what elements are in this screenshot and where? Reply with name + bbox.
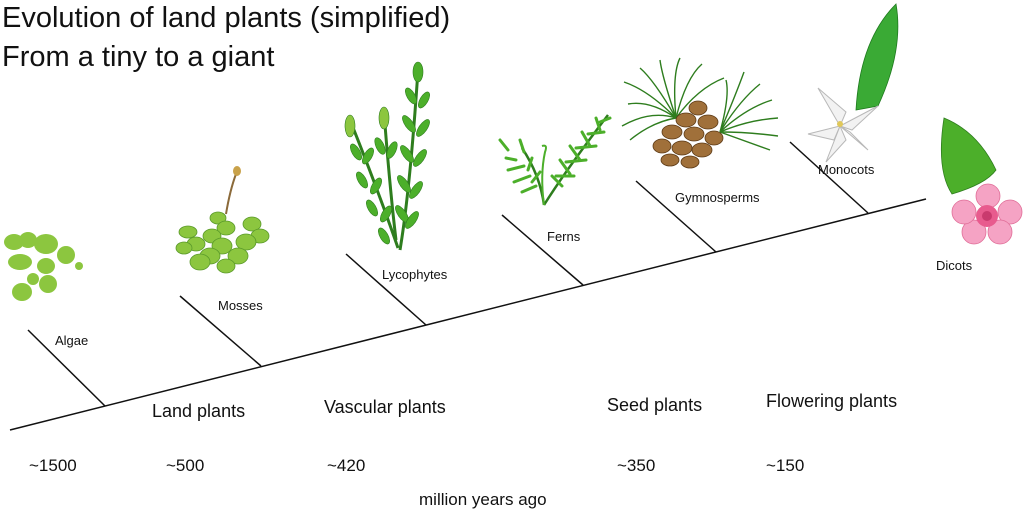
taxon-label-monocots: Monocots xyxy=(818,162,875,177)
branch-mosses xyxy=(179,295,262,367)
time-unit-label: million years ago xyxy=(419,490,547,509)
group-label-seed-plants: Seed plants xyxy=(607,395,703,415)
taxon-label-gymnosperms: Gymnosperms xyxy=(675,190,760,205)
branch-monocots xyxy=(789,141,869,214)
group-label-vascular-plants: Vascular plants xyxy=(324,397,446,417)
algae-icon xyxy=(4,232,83,301)
lycophyte-icon xyxy=(344,61,430,251)
lily-icon xyxy=(807,3,899,163)
branch-gymnosperms xyxy=(635,180,717,253)
age-label: ~1500 xyxy=(29,456,77,475)
group-label-land-plants: Land plants xyxy=(152,401,246,421)
branch-algae xyxy=(27,329,106,407)
age-label: ~150 xyxy=(766,456,805,475)
taxon-label-algae: Algae xyxy=(55,333,89,348)
moss-icon xyxy=(175,166,270,274)
age-label: ~500 xyxy=(166,456,205,475)
fern-icon xyxy=(498,114,612,206)
pink-flower-icon xyxy=(940,117,1023,245)
age-label: ~420 xyxy=(327,456,366,475)
branch-lycophytes xyxy=(345,253,427,326)
branch-ferns xyxy=(501,214,584,286)
diagram-subtitle: From a tiny to a giant xyxy=(2,41,275,73)
taxon-label-lycophytes: Lycophytes xyxy=(382,267,448,282)
age-label: ~350 xyxy=(617,456,656,475)
tree-trunk xyxy=(9,198,927,431)
pine-cone-icon xyxy=(621,57,779,169)
group-label-flowering-plants: Flowering plants xyxy=(766,391,898,411)
taxon-label-ferns: Ferns xyxy=(547,229,581,244)
diagram-title: Evolution of land plants (simplified) xyxy=(2,2,451,34)
taxon-label-mosses: Mosses xyxy=(218,298,263,313)
taxon-label-dicots: Dicots xyxy=(936,258,973,273)
